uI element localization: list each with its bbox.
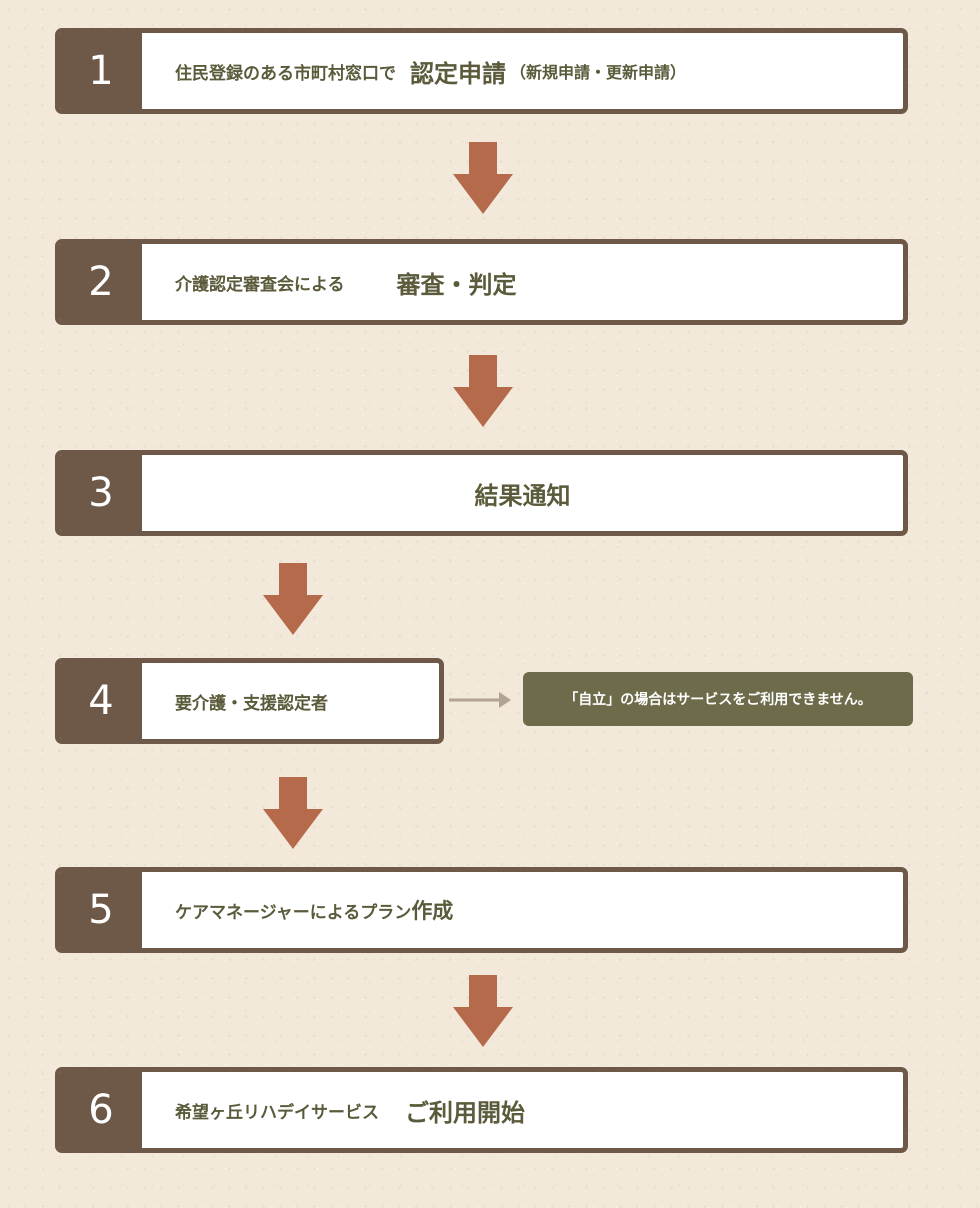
- step-content: 要介護・支援認定者: [142, 663, 439, 739]
- down-arrow-icon: [453, 975, 513, 1047]
- step-emphasis: 結果通知: [474, 481, 571, 510]
- step-number: 3: [60, 455, 142, 531]
- step-text: ケアマネージャーによるプラン: [175, 902, 412, 923]
- step-number: 1: [60, 33, 142, 109]
- step-number: 5: [60, 872, 142, 948]
- step-content: ケアマネージャーによるプラン 作成: [142, 872, 903, 948]
- down-arrow-icon: [453, 355, 513, 427]
- step-content: 介護認定審査会による 審査・判定: [142, 244, 903, 320]
- step-emphasis: 審査・判定: [396, 270, 517, 299]
- step-6-box: 6 希望ヶ丘リハデイサービス ご利用開始: [55, 1067, 908, 1153]
- right-arrow-icon: [449, 692, 511, 708]
- step-content: 住民登録のある市町村窓口で 認定申請 （新規申請・更新申請）: [142, 33, 903, 109]
- step-emphasis: ご利用開始: [405, 1098, 525, 1127]
- step-number: 6: [60, 1072, 142, 1148]
- step-text: 住民登録のある市町村窓口で: [175, 63, 396, 84]
- step-content: 希望ヶ丘リハデイサービス ご利用開始: [142, 1072, 903, 1148]
- down-arrow-icon: [453, 142, 513, 214]
- ineligible-note: 「自立」の場合はサービスをご利用できません。: [523, 672, 913, 726]
- step-2-box: 2 介護認定審査会による 審査・判定: [55, 239, 908, 325]
- step-4-box: 4 要介護・支援認定者: [55, 658, 444, 744]
- step-number: 2: [60, 244, 142, 320]
- step-suffix: （新規申請・更新申請）: [510, 63, 687, 82]
- step-text: 介護認定審査会による: [175, 274, 345, 295]
- step-emphasis: 作成: [411, 899, 454, 923]
- step-content: 結果通知: [142, 455, 903, 531]
- step-number: 4: [60, 663, 142, 739]
- step-5-box: 5 ケアマネージャーによるプラン 作成: [55, 867, 908, 953]
- step-text: 希望ヶ丘リハデイサービス: [175, 1102, 379, 1123]
- step-emphasis: 認定申請: [410, 59, 506, 88]
- step-1-box: 1 住民登録のある市町村窓口で 認定申請 （新規申請・更新申請）: [55, 28, 908, 114]
- down-arrow-icon: [263, 563, 323, 635]
- step-text: 要介護・支援認定者: [175, 693, 328, 714]
- step-3-box: 3 結果通知: [55, 450, 908, 536]
- down-arrow-icon: [263, 777, 323, 849]
